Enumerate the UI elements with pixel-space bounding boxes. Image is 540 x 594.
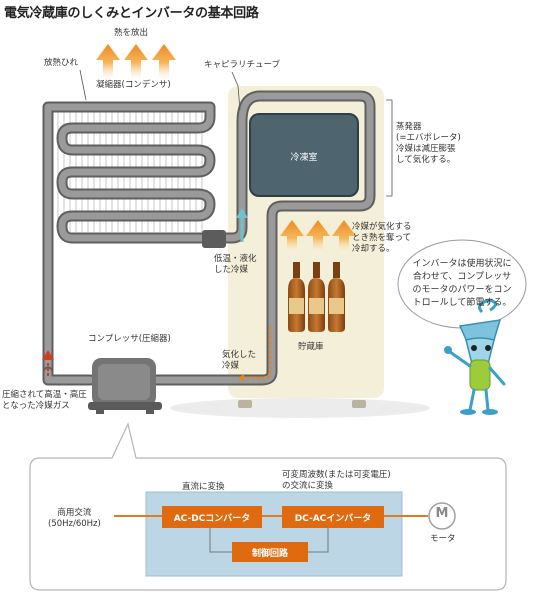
motor-label: モータ: [430, 534, 456, 544]
vaporize-note: 冷媒が気化する とき熱を奪って 冷却する。: [352, 222, 412, 254]
bottle-3: [328, 262, 345, 332]
leader-capillary: [231, 71, 241, 111]
mascot-character: [444, 298, 506, 415]
ac-conversion-label: 可変周波数(または可変電圧) の交流に変換: [282, 470, 391, 491]
cooling-arrows: [280, 220, 356, 256]
compressor-label: コンプレッサ(圧縮器): [88, 334, 171, 344]
motor-symbol-text: M: [435, 506, 449, 521]
input-ac-label: 商用交流 (50Hz/60Hz): [48, 508, 101, 529]
dc-conversion-label: 直流に変換: [182, 482, 225, 492]
heat-release-label: 熱を放出: [114, 28, 149, 38]
freezer-compartment: [249, 113, 359, 197]
bracket-evaporator: [386, 99, 393, 197]
low-temp-label: 低温・液化 した冷媒: [214, 254, 257, 275]
leader-lines: [79, 69, 393, 197]
floor-shadow: [170, 398, 430, 418]
ac-dc-converter-label: AC-DCコンバータ: [173, 514, 251, 524]
capillary-label: キャピラリチューブ: [204, 60, 280, 70]
vaporized-label: 気化した 冷媒: [222, 350, 257, 371]
freezer-label: 冷凍室: [290, 153, 318, 163]
flow-arrow-vaporized: [238, 374, 244, 382]
dc-ac-inverter-label: DC-ACインバータ: [294, 514, 372, 524]
evaporator-label: 蒸発器 (=エバポレータ) 冷媒は減圧膨張 して気化する。: [396, 122, 461, 165]
ac-dc-converter-box: [162, 506, 262, 528]
compressed-gas-label: 圧縮されて高温・高圧 となった冷媒ガス: [2, 390, 87, 411]
control-circuit-box: [232, 542, 308, 562]
bubble-text: インバータは使用状況に 合わせて、コンプレッサ のモータのパワーをコン トロール…: [412, 259, 512, 308]
heat-release-arrows: [96, 44, 176, 82]
capillary-junction: [202, 230, 226, 248]
circuit-wires: [114, 515, 428, 553]
flow-arrow-lowtemp: [236, 208, 248, 218]
fridge-foot-left: [238, 400, 252, 408]
fridge-foot-right: [352, 400, 366, 408]
bottle-2: [308, 262, 325, 332]
bottles: [288, 262, 345, 332]
dc-ac-inverter-box: [282, 506, 384, 528]
leader-fins: [79, 69, 87, 101]
condenser-label: 凝縮器(コンデンサ): [96, 80, 171, 90]
bottle-1: [288, 262, 305, 332]
control-circuit-label: 制御回路: [251, 549, 288, 559]
page-title: 電気冷蔵庫のしくみとインバータの基本回路: [4, 6, 259, 21]
compressor: [88, 358, 162, 414]
motor-symbol: [428, 502, 456, 530]
storage-label: 貯蔵庫: [298, 342, 324, 352]
flow-dots-vaporized: [246, 326, 271, 379]
flow-arrow-compressed: [42, 350, 54, 360]
fins-label: 放熱ひれ: [44, 58, 79, 68]
